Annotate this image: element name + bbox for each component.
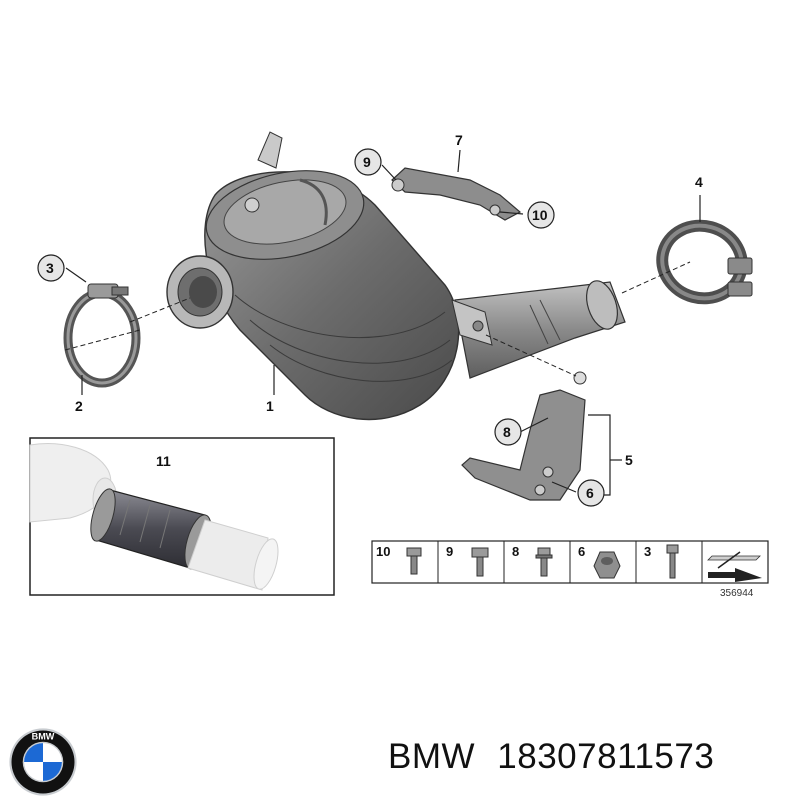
callout-2: 2 [75, 398, 83, 414]
svg-text:1: 1 [266, 398, 274, 414]
svg-text:5: 5 [625, 452, 633, 468]
callout-11: 11 [156, 453, 171, 469]
inset-detail-flex-pipe: 11 [29, 437, 335, 596]
svg-text:4: 4 [695, 174, 703, 190]
svg-text:9: 9 [363, 154, 371, 170]
svg-text:7: 7 [455, 132, 463, 148]
brand-name: BMW [388, 737, 476, 776]
svg-text:2: 2 [75, 398, 83, 414]
callout-5: 5 [625, 452, 633, 468]
svg-text:3: 3 [46, 260, 54, 276]
fastener-legend: 10 9 8 6 3 356944 [371, 540, 769, 599]
svg-text:9: 9 [446, 544, 453, 559]
legend-item-10: 10 [376, 544, 422, 575]
catalytic-converter-part-1 [166, 131, 626, 421]
product-caption: BMW 18307811573 [388, 737, 714, 777]
callout-8: 8 [494, 418, 522, 446]
svg-text:BMW: BMW [32, 732, 55, 742]
bmw-logo-icon: BMW [9, 728, 77, 796]
svg-text:8: 8 [512, 544, 519, 559]
callout-7: 7 [455, 132, 463, 148]
clamp-part-2 [63, 283, 141, 388]
part-number: 18307811573 [497, 737, 715, 776]
alignment-lines [64, 261, 691, 377]
bracket-part-5 [461, 371, 587, 501]
svg-text:10: 10 [532, 207, 548, 223]
legend-arrow-icon [707, 551, 762, 582]
bracket-part-7 [391, 167, 522, 221]
leader-lines [65, 149, 701, 496]
legend-item-3: 3 [644, 544, 679, 579]
callout-6: 6 [577, 479, 605, 507]
callout-4: 4 [695, 174, 703, 190]
callout-10: 10 [527, 201, 555, 229]
clamp-part-4 [656, 219, 753, 305]
diagram-reference-number: 356944 [720, 588, 754, 599]
legend-item-9: 9 [446, 544, 489, 577]
callout-3: 3 [37, 254, 65, 282]
legend-item-8: 8 [512, 544, 553, 577]
callout-9: 9 [354, 148, 382, 176]
svg-text:6: 6 [586, 485, 594, 501]
callout-1: 1 [266, 398, 274, 414]
legend-item-6: 6 [578, 544, 621, 579]
svg-text:10: 10 [376, 544, 390, 559]
svg-text:6: 6 [578, 544, 585, 559]
svg-text:3: 3 [644, 544, 651, 559]
svg-text:8: 8 [503, 424, 511, 440]
